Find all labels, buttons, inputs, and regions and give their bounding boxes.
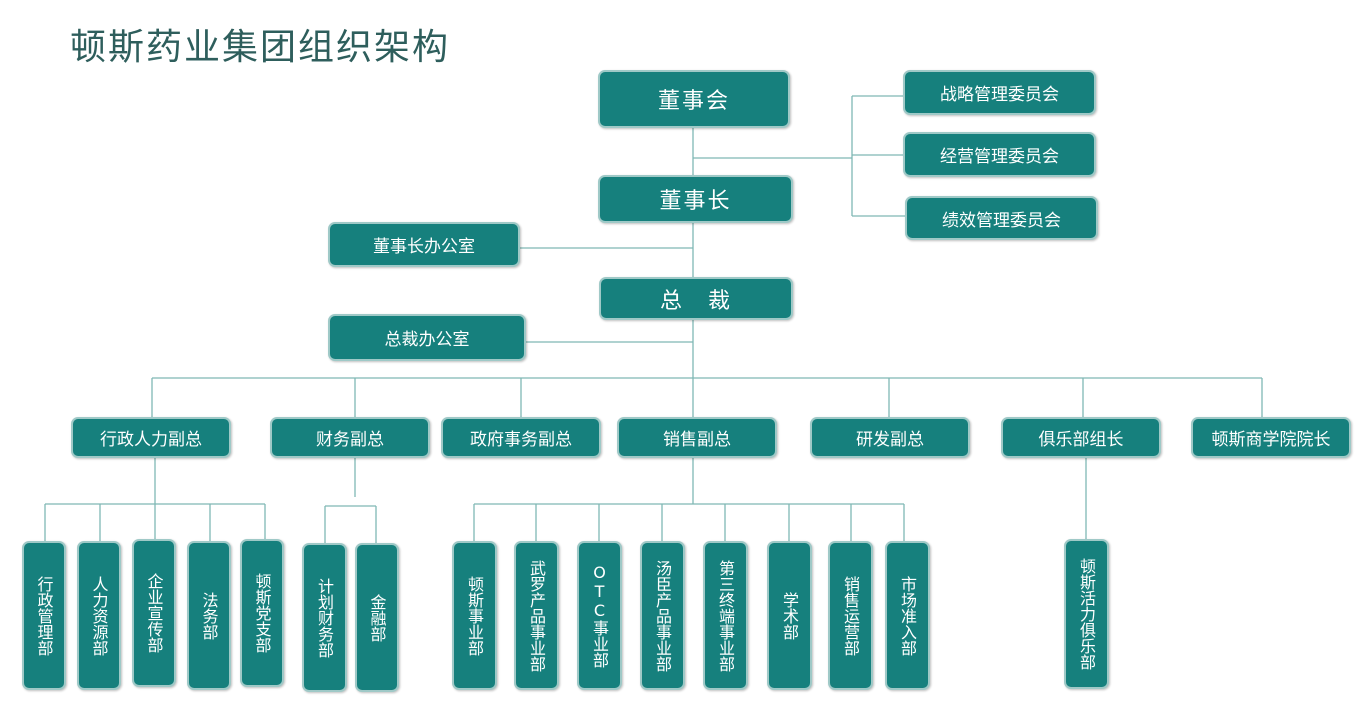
dept-label: 金融部 — [367, 593, 387, 642]
dept-wuluo-products[interactable]: 武罗产品事业部 — [514, 541, 559, 690]
dept-financial[interactable]: 金融部 — [355, 543, 399, 692]
president-box[interactable]: 总 裁 — [599, 277, 793, 320]
dept-duns-vitality-club[interactable]: 顿斯活力俱乐部 — [1064, 539, 1109, 689]
dept-label: 学术部 — [780, 591, 799, 640]
dept-party-branch[interactable]: 顿斯党支部 — [240, 539, 284, 687]
dept-label: 行政管理部 — [34, 575, 54, 656]
vp-government-affairs-box[interactable]: 政府事务副总 — [441, 417, 601, 458]
committee-performance-box[interactable]: 绩效管理委员会 — [905, 196, 1098, 240]
vp-sales-box[interactable]: 销售副总 — [617, 417, 777, 458]
dept-duns-business[interactable]: 顿斯事业部 — [452, 541, 497, 690]
dept-label: 汤臣产品事业部 — [653, 559, 672, 672]
dept-label: 人力资源部 — [89, 575, 109, 656]
committee-operations-box[interactable]: 经营管理委员会 — [903, 132, 1096, 177]
dept-label: 顿斯党支部 — [252, 573, 272, 653]
dept-label: 顿斯事业部 — [465, 575, 484, 656]
vp-finance-box[interactable]: 财务副总 — [270, 417, 430, 458]
dept-tangchen-products[interactable]: 汤臣产品事业部 — [640, 541, 685, 690]
chairman-office-box[interactable]: 董事长办公室 — [328, 222, 520, 267]
dept-label: 企业宣传部 — [144, 573, 164, 653]
dept-otc-business[interactable]: OTC事业部 — [577, 541, 622, 690]
dept-sales-operations[interactable]: 销售运营部 — [828, 541, 873, 690]
president-office-box[interactable]: 总裁办公室 — [328, 314, 526, 361]
dept-market-access[interactable]: 市场准入部 — [885, 541, 930, 690]
dept-label: 第三终端事业部 — [716, 559, 735, 672]
dept-admin-management[interactable]: 行政管理部 — [22, 541, 66, 690]
dept-corporate-publicity[interactable]: 企业宣传部 — [132, 539, 176, 687]
dept-label: 市场准入部 — [898, 575, 917, 656]
committee-strategy-box[interactable]: 战略管理委员会 — [903, 70, 1096, 115]
dept-third-terminal[interactable]: 第三终端事业部 — [703, 541, 748, 690]
dept-label: 法务部 — [199, 591, 219, 640]
vp-admin-hr-box[interactable]: 行政人力副总 — [71, 417, 231, 458]
dept-label: 销售运营部 — [841, 575, 860, 656]
dept-label: 计划财务部 — [315, 577, 334, 658]
vp-rnd-box[interactable]: 研发副总 — [810, 417, 970, 458]
board-box[interactable]: 董事会 — [598, 70, 790, 128]
club-leader-box[interactable]: 俱乐部组长 — [1001, 417, 1161, 458]
dept-academic[interactable]: 学术部 — [767, 541, 812, 690]
dept-label: OTC事业部 — [590, 563, 609, 668]
business-school-dean-box[interactable]: 顿斯商学院院长 — [1191, 417, 1351, 458]
dept-legal[interactable]: 法务部 — [187, 541, 231, 690]
dept-human-resources[interactable]: 人力资源部 — [77, 541, 121, 690]
page-title: 顿斯药业集团组织架构 — [70, 27, 451, 68]
dept-label: 武罗产品事业部 — [527, 559, 546, 672]
chairman-box[interactable]: 董事长 — [598, 175, 793, 223]
dept-planning-finance[interactable]: 计划财务部 — [302, 543, 347, 692]
dept-label: 顿斯活力俱乐部 — [1077, 558, 1096, 670]
